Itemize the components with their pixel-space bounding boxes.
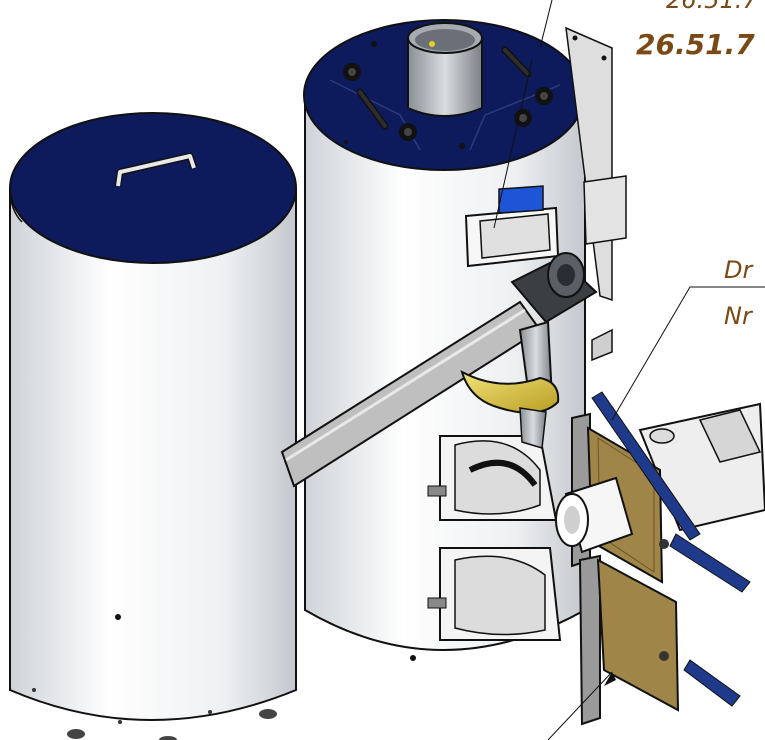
- tank-feet: [67, 709, 277, 740]
- controller-screen: [498, 185, 544, 214]
- mounting-plate-lower: [578, 554, 601, 726]
- lower-door: [427, 547, 562, 641]
- burner-unit: [555, 391, 765, 726]
- flue-pipe: [407, 22, 483, 117]
- label-code-top: 26.51.7: [666, 0, 758, 14]
- label-code-second: 26.51.7: [636, 28, 755, 61]
- storage-tank: [9, 112, 297, 740]
- cover-handle: [356, 46, 532, 130]
- side-bracket: [565, 26, 627, 362]
- leader-lines: [493, 0, 765, 740]
- upper-door: [427, 435, 558, 521]
- storage-tank-lid-rim: [9, 187, 23, 223]
- controller-panel: [464, 185, 560, 268]
- burner-plate-lower: [596, 558, 680, 712]
- flexible-hose: [460, 370, 560, 414]
- burner-nozzle: [555, 476, 634, 554]
- auger-feeder: [280, 252, 598, 488]
- rivet: [115, 614, 121, 620]
- label-nr: Nr: [724, 302, 754, 330]
- cover-bolts: [343, 41, 553, 149]
- label-dr: Dr: [724, 256, 754, 284]
- storage-tank-lid: [9, 112, 297, 264]
- storage-tank-body: [9, 189, 297, 721]
- auger-motor: [510, 252, 598, 324]
- lid-handle: [114, 152, 198, 187]
- rail: [591, 391, 701, 541]
